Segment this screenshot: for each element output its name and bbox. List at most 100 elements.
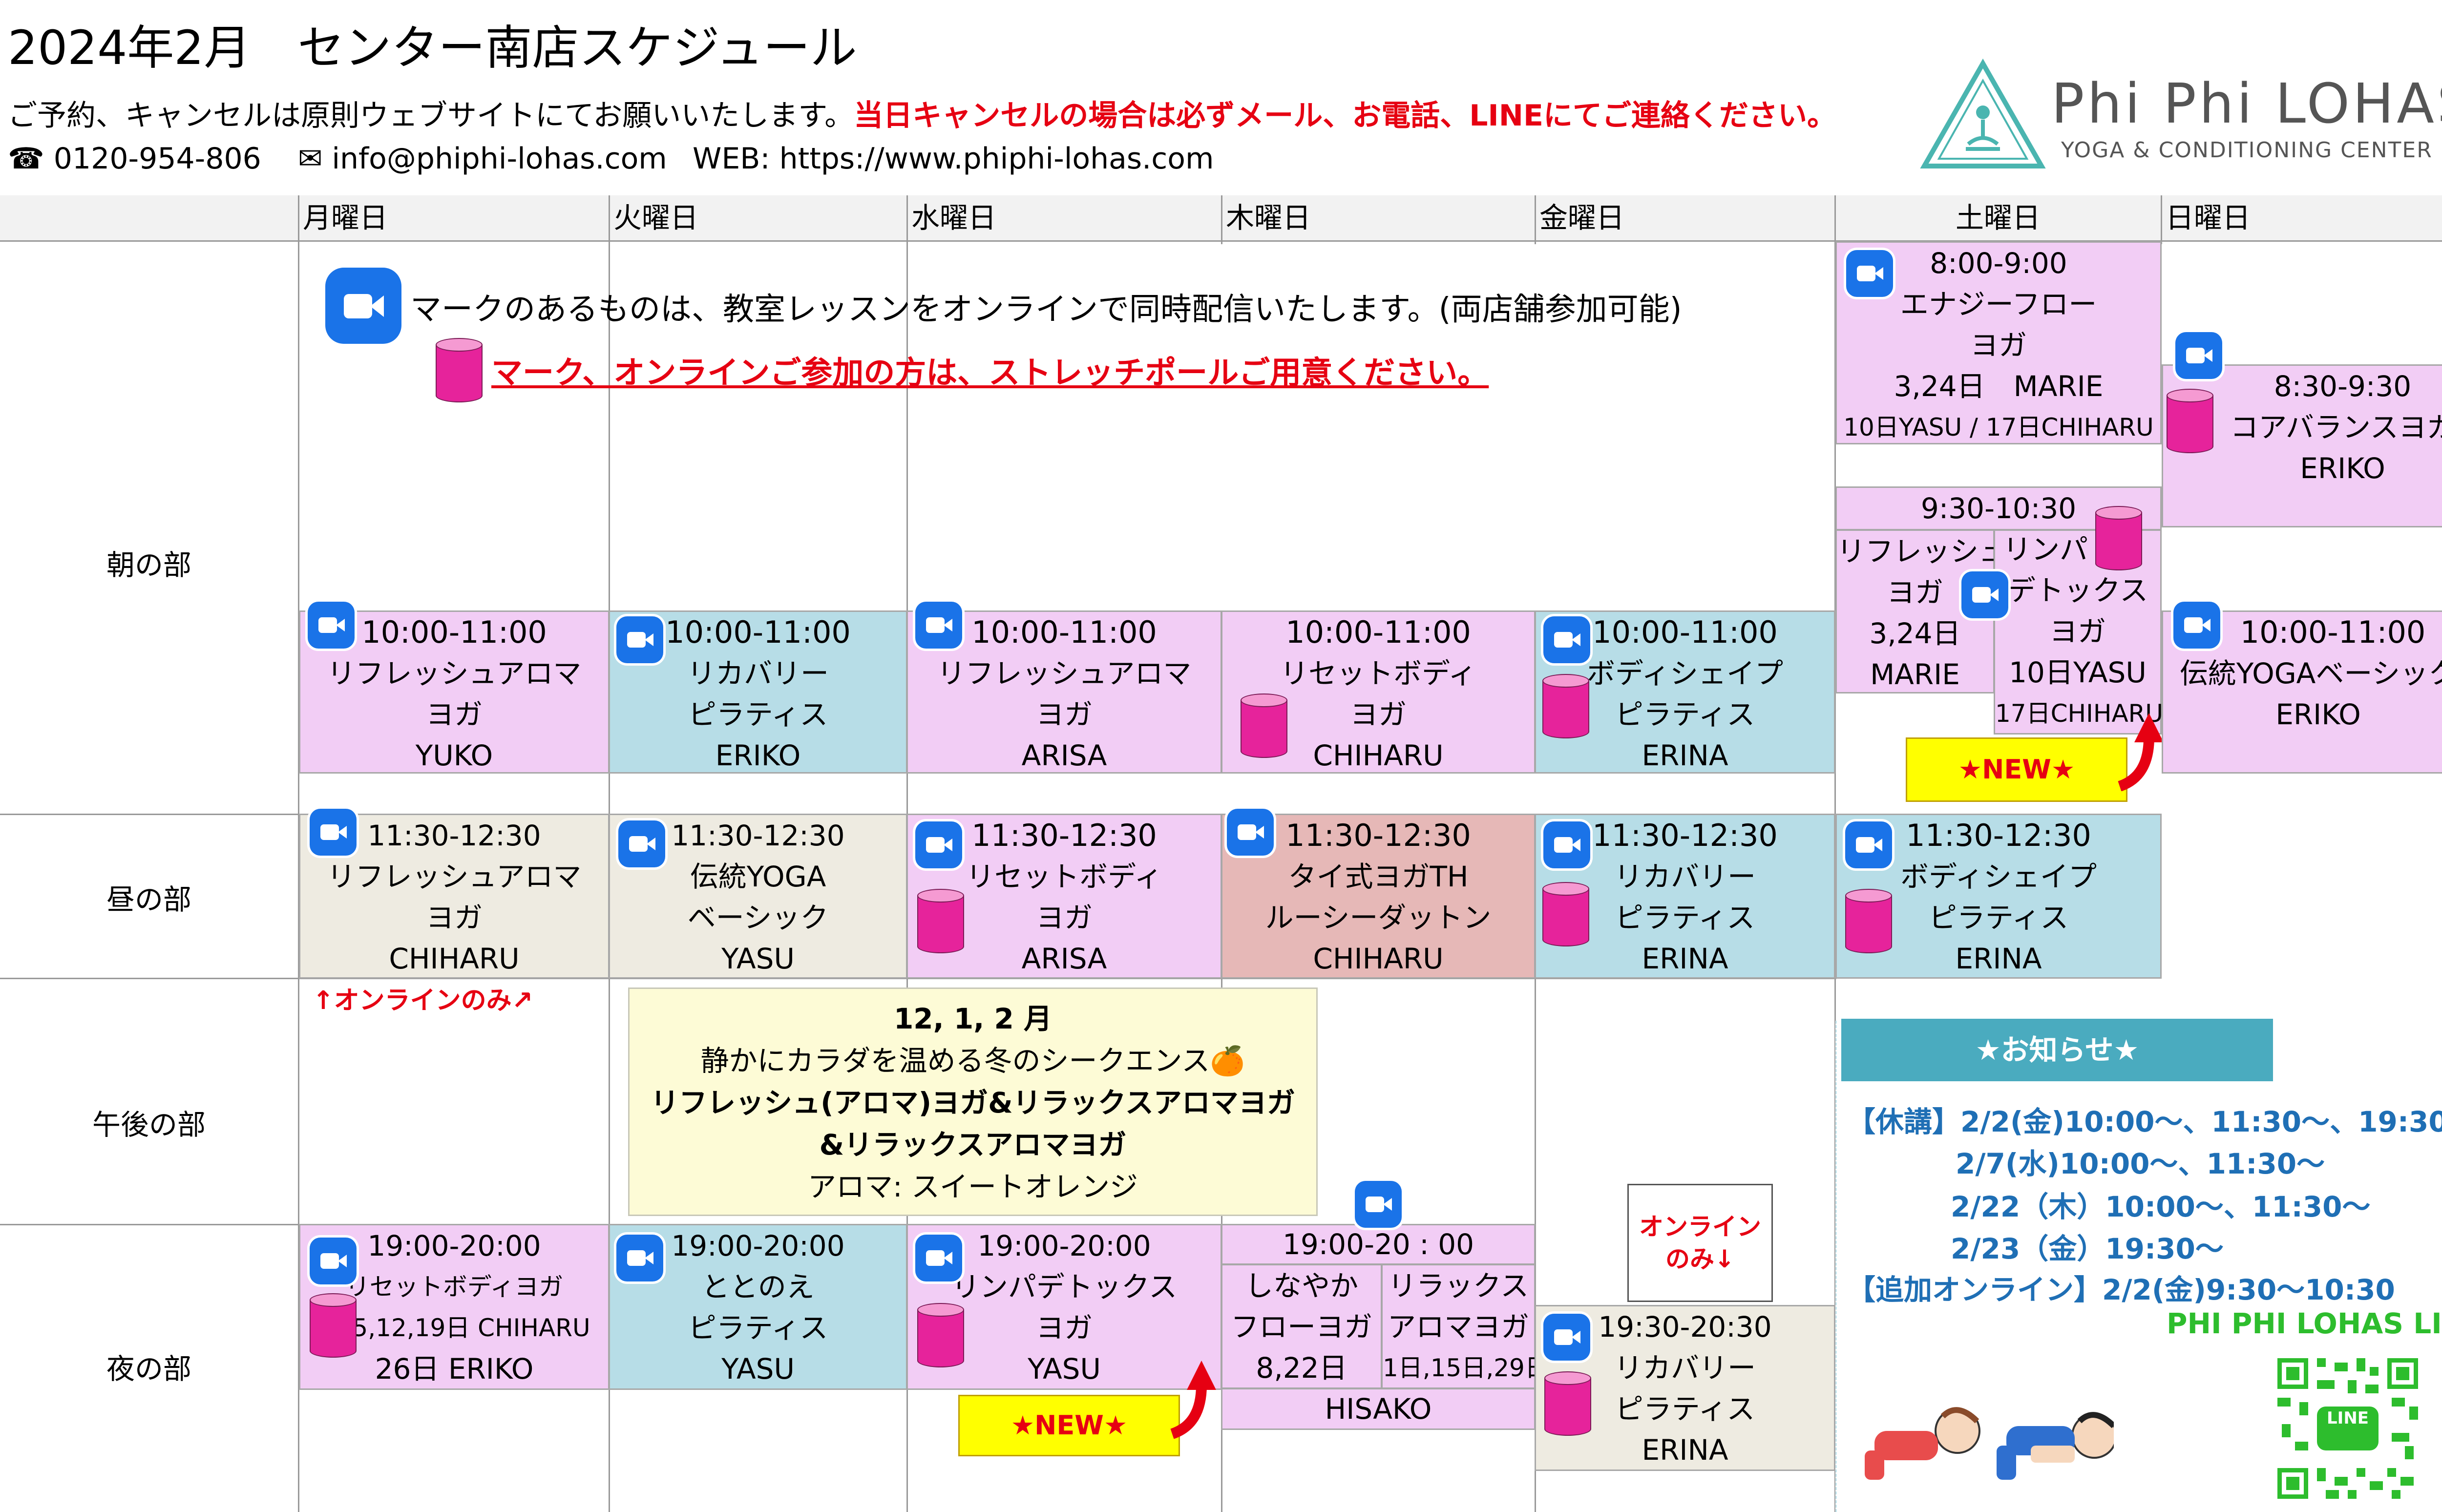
class-teacher: ERINA (1642, 1433, 1728, 1467)
class-time: 8:30-9:30 (2274, 370, 2412, 403)
class-teacher: CHIHARU (1313, 739, 1444, 772)
class-sun-1000[interactable]: 10:00-11:00 伝統YOGAベーシック ERIKO (2162, 610, 2442, 774)
class-teacher: 10日YASU (2009, 656, 2147, 689)
class-time: 19:00-20:00 (367, 1229, 541, 1262)
class-thu-1900-teacher: HISAKO (1221, 1388, 1536, 1430)
class-teacher: ERIKO (2300, 452, 2385, 485)
class-type: ピラティス (1615, 1392, 1755, 1426)
stretch-pole-icon (1241, 693, 1287, 758)
class-name: リラックス (1388, 1269, 1529, 1302)
class-type: ベーシック (687, 901, 829, 934)
class-teacher: HISAKO (1325, 1392, 1432, 1426)
class-thu-1900-header: 19:00-20 : 00 (1221, 1224, 1536, 1265)
stretch-pole-icon (2167, 389, 2213, 453)
stretch-pole-icon (1542, 674, 1589, 738)
class-type: ヨガ (1035, 901, 1093, 934)
class-type: ヨガ (2049, 615, 2106, 648)
stretch-pole-icon (1845, 889, 1892, 953)
season-sequence: 静かにカラダを温める冬のシークエンス🍊 (700, 1044, 1245, 1077)
class-name: リフレッシュアロマ (937, 657, 1192, 690)
class-type: ヨガ (1035, 698, 1093, 731)
class-dates: 1日,15日,29日 (1383, 1354, 1549, 1382)
day-tuesday: 火曜日 (613, 201, 699, 234)
yoga-illustration (1860, 1397, 2117, 1485)
class-type: ピラティス (1615, 901, 1755, 934)
class-time: 11:30-12:30 (1592, 818, 1778, 853)
class-teacher: YASU (1028, 1352, 1101, 1386)
phone-number[interactable]: ☎ 0120-954-806 (8, 142, 261, 176)
season-class-2: &リラックスアロマヨガ (819, 1128, 1127, 1161)
class-name: リンパ (2003, 533, 2088, 566)
period-evening: 夜の部 (106, 1352, 191, 1386)
class-teacher: YASU (721, 1352, 795, 1386)
class-dates: 3,24日 (1869, 617, 1961, 650)
pole-notice: マーク、オンラインご参加の方は、ストレッチポールご用意ください。 (491, 355, 1489, 391)
class-wed-1900[interactable]: 19:00-20:00 リンパデトックス ヨガ YASU (906, 1224, 1222, 1390)
zoom-icon (1543, 616, 1590, 663)
zoom-icon (618, 820, 665, 867)
line-qr-code[interactable]: LINE (2273, 1354, 2422, 1503)
qr-line-label: LINE (2327, 1408, 2369, 1428)
reservation-note: ご予約、キャンセルは原則ウェブサイトにてお願いいたします。当日キャンセルの場合は… (8, 92, 1836, 134)
logo-tagline: YOGA & CONDITIONING CENTER (2061, 138, 2433, 163)
zoom-icon (915, 602, 962, 649)
day-saturday: 土曜日 (1955, 201, 2041, 234)
period-morning: 朝の部 (106, 548, 191, 582)
email-link[interactable]: ✉ info@phiphi-lohas.com (298, 142, 667, 176)
class-time: 19:30-20:30 (1598, 1310, 1772, 1344)
zoom-icon (1846, 250, 1893, 297)
day-thursday: 木曜日 (1226, 201, 1311, 234)
class-name: リフレッシュアロマ (327, 860, 582, 893)
zoom-icon (310, 809, 357, 856)
class-name: ボディシェイプ (1587, 657, 1783, 690)
class-thu-1900-aroma[interactable]: リラックス アロマヨガ 1日,15日,29日 (1381, 1264, 1549, 1389)
info-line: 2/23（金）19:30～ (1951, 1232, 2224, 1265)
class-time: 19:00-20 : 00 (1282, 1228, 1474, 1261)
stretch-pole-icon (917, 1303, 964, 1367)
class-type: ヨガ (1035, 1311, 1093, 1344)
class-mon-1000[interactable]: 10:00-11:00 リフレッシュアロマ ヨガ YUKO (299, 610, 610, 774)
class-name-2: デトックス (2007, 574, 2148, 607)
season-notice: 12, 1, 2 月 静かにカラダを温める冬のシークエンス🍊 リフレッシュ(アロ… (628, 987, 1318, 1216)
stretch-pole-icon (917, 889, 964, 953)
class-teacher-2: 17日CHIHARU (1995, 699, 2164, 728)
info-line: 2/22（木）10:00～、11:30～ (1951, 1190, 2371, 1223)
class-thu-1900-flow[interactable]: しなやか フローヨガ 8,22日 (1221, 1264, 1382, 1389)
info-line: 【追加オンライン】2/2(金)9:30～10:30 (1847, 1273, 2395, 1306)
class-teacher: ERIKO (715, 739, 801, 772)
class-teacher: CHIHARU (389, 942, 520, 975)
class-name: ボディシェイプ (1900, 860, 2097, 893)
zoom-icon (308, 602, 355, 649)
class-time: 19:00-20:00 (671, 1229, 845, 1262)
class-fri-1130[interactable]: 11:30-12:30 リカバリー ピラティス ERINA (1535, 814, 1835, 979)
class-name: しなやか (1244, 1269, 1358, 1302)
day-monday: 月曜日 (303, 201, 388, 234)
class-sat-0930-refresh[interactable]: リフレッシュ ヨガ 3,24日 MARIE (1835, 529, 2007, 693)
class-name: 伝統YOGAベーシック (2179, 657, 2442, 690)
class-name: リカバリー (1614, 1351, 1756, 1385)
class-type: ヨガ (1970, 329, 2027, 362)
class-type: ルーシーダットン (1265, 901, 1492, 934)
class-teacher: YUKO (415, 739, 493, 772)
class-name: リカバリー (1614, 860, 1756, 893)
class-tue-1900[interactable]: 19:00-20:00 ととのえ ピラティス YASU (609, 1224, 907, 1390)
class-type: ピラティス (1615, 698, 1755, 731)
period-afternoon: 午後の部 (92, 1108, 206, 1141)
info-line: 【休講】2/2(金)10:00～、11:30～、19:30～ (1847, 1105, 2442, 1138)
day-sunday: 日曜日 (2166, 201, 2251, 234)
class-teacher-2: 26日 ERIKO (375, 1352, 534, 1386)
class-teacher: ERINA (1642, 942, 1728, 975)
class-time: 19:00-20:00 (977, 1229, 1151, 1262)
class-teacher: ERINA (1642, 739, 1728, 772)
info-title: ★お知らせ★ (1841, 1019, 2273, 1081)
season-months: 12, 1, 2 月 (893, 1002, 1053, 1035)
line-label: PHI PHI LOHAS LINE (2167, 1307, 2442, 1340)
logo-emblem (1919, 58, 2046, 171)
zoom-icon (1845, 821, 1892, 868)
zoom-icon (2175, 332, 2222, 379)
class-type: アロマヨガ (1387, 1310, 1529, 1344)
zoom-icon (2173, 602, 2220, 649)
website-link[interactable]: WEB: https://www.phiphi-lohas.com (693, 142, 1214, 176)
stretch-pole-icon (2095, 506, 2142, 570)
zoom-icon (1961, 571, 2008, 618)
